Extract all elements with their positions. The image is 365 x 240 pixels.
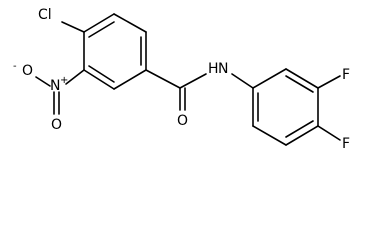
carbonyl-o-label: O — [177, 113, 188, 129]
amide-n-label: N — [218, 61, 228, 77]
nitro-o-charge: - — [13, 61, 17, 72]
structure-diagram: Cl O - N + O O H N F F — [13, 7, 350, 152]
amide-h-label: H — [208, 61, 219, 77]
nitro-o-left-label: O — [22, 63, 33, 79]
f-upper-label: F — [342, 67, 350, 83]
nitro-o-bottom-label: O — [51, 117, 62, 133]
f-lower-label: F — [342, 136, 350, 152]
atom-labels: Cl O - N + O O H N F F — [13, 7, 350, 152]
nitro-n-label: N — [50, 78, 60, 94]
cl-label: Cl — [38, 7, 52, 23]
nitro-n-charge: + — [60, 75, 68, 86]
ring-a-substituents — [35, 21, 254, 115]
ring-b — [252, 68, 341, 146]
ring-a — [83, 13, 147, 90]
